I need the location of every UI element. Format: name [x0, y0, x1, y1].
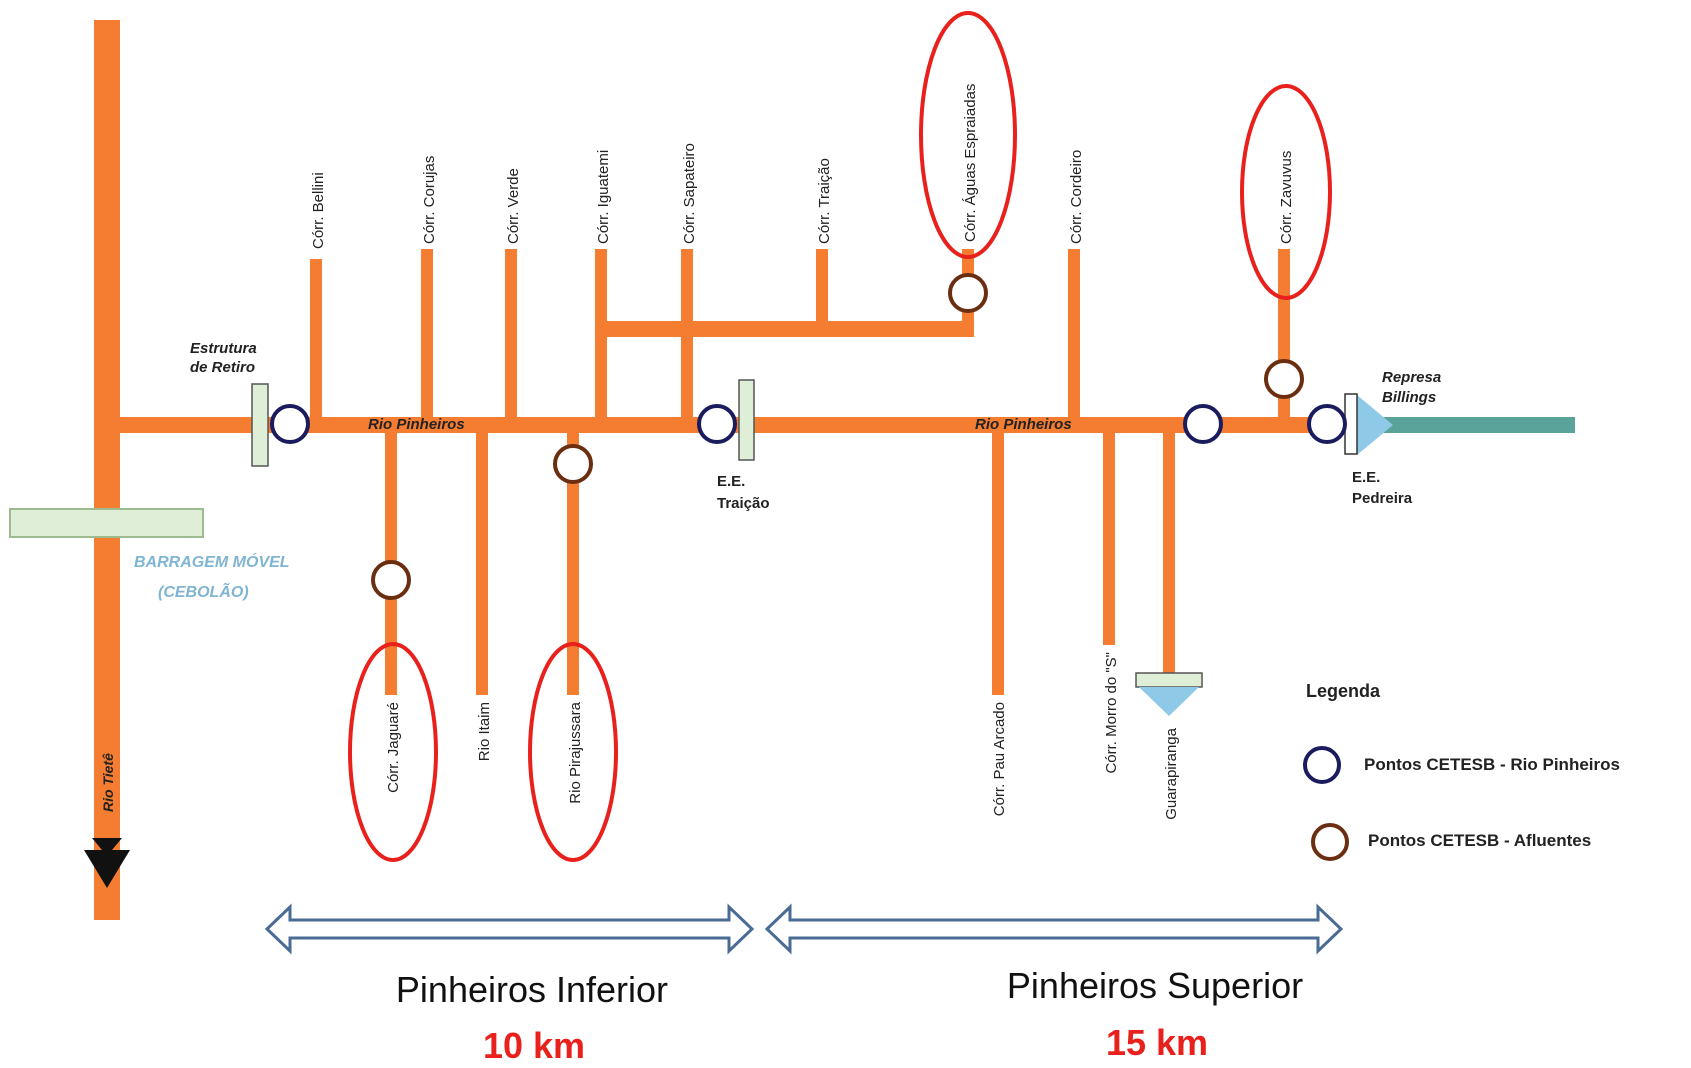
trib-line-pau-arcado: [992, 425, 1004, 695]
legend-item-rio-pinheiros: Pontos CETESB - Rio Pinheiros: [1364, 755, 1620, 774]
trib-connector-upper: [595, 321, 974, 337]
label-ee-pedreira-2: Pedreira: [1352, 490, 1413, 507]
trib-line-itaim: [476, 425, 488, 695]
navy-ring-icon: [1303, 746, 1341, 784]
represa-billings-channel: [1370, 417, 1575, 433]
trib-line-pirajussara: [567, 425, 579, 695]
brown-ring-icon: [1311, 823, 1349, 861]
highlight-jaguare: [348, 642, 438, 862]
label-ee-traicao-2: Traição: [717, 495, 770, 512]
section-name-superior: Pinheiros Superior: [1007, 965, 1303, 1006]
trib-line-corujas: [421, 249, 433, 425]
billings-pump-triangle-icon: [1357, 395, 1393, 455]
barragem-label-line1: BARRAGEM MÓVEL: [134, 552, 290, 571]
highlight-aguas-espraiadas: [919, 11, 1017, 259]
cetesb-point-afluente-aguas-espraiadas: [948, 273, 988, 313]
section-length-superior: 15 km: [1106, 1022, 1208, 1063]
section-length-inferior: 10 km: [483, 1025, 585, 1066]
section-name-inferior: Pinheiros Inferior: [396, 969, 668, 1010]
label-represa-billings-1: Represa: [1382, 369, 1441, 386]
trib-line-traicao: [816, 249, 828, 326]
label-corr-jaguare: Córr. Jaguaré: [385, 702, 402, 793]
barragem-label-line2: (CEBOLÃO): [158, 581, 249, 601]
trib-line-bellini: [310, 259, 322, 425]
label-corr-cordeiro: Córr. Cordeiro: [1068, 150, 1085, 244]
tiete-flow-arrow-top: [92, 838, 122, 856]
section-arrow-superior: [764, 903, 1344, 955]
label-corr-bellini: Córr. Bellini: [310, 172, 327, 249]
label-ee-traicao-1: E.E.: [717, 473, 745, 490]
highlight-zavuvus: [1240, 84, 1332, 300]
label-corr-morro-do-s: Córr. Morro do "S": [1103, 652, 1120, 774]
label-corr-verde: Córr. Verde: [505, 168, 522, 244]
label-estrutura-retiro-2: de Retiro: [190, 359, 255, 376]
highlight-pirajussara: [528, 642, 618, 862]
guarapiranga-triangle-icon: [1139, 687, 1199, 716]
rio-tiete-channel: [94, 20, 120, 920]
label-rio-pirajussara: Rio Pirajussara: [567, 701, 584, 803]
label-rio-pinheiros-superior: Rio Pinheiros: [975, 416, 1072, 433]
trib-line-verde: [505, 249, 517, 425]
label-rio-itaim: Rio Itaim: [476, 702, 493, 761]
label-estrutura-retiro-1: Estrutura: [190, 340, 257, 357]
cetesb-point-afluente-jaguare: [371, 560, 411, 600]
guarapiranga-structure: [1135, 672, 1203, 688]
legend-item-afluentes: Pontos CETESB - Afluentes: [1368, 831, 1591, 850]
barragem-movel-structure: [9, 508, 204, 538]
cetesb-point-pinheiros-4: [1307, 404, 1347, 444]
cetesb-point-pinheiros-1: [270, 404, 310, 444]
label-rio-pinheiros-inferior: Rio Pinheiros: [368, 416, 465, 433]
label-ee-pedreira-1: E.E.: [1352, 469, 1380, 486]
trib-line-morro-do-s: [1103, 425, 1115, 645]
rio-tiete-label: Rio Tietê: [100, 753, 116, 812]
ee-traicao-structure: [738, 379, 755, 461]
legend-title: Legenda: [1306, 681, 1381, 701]
trib-line-cordeiro: [1068, 249, 1080, 425]
label-corr-sapateiro: Córr. Sapateiro: [681, 143, 698, 244]
cetesb-point-pinheiros-2: [697, 404, 737, 444]
label-corr-traicao: Córr. Traição: [816, 158, 833, 244]
tiete-flow-arrow-icon: [84, 850, 130, 888]
trib-line-guarapiranga: [1163, 425, 1175, 673]
cetesb-point-pinheiros-3: [1183, 404, 1223, 444]
label-corr-aguas-espraiadas: Córr. Águas Espraiadas: [962, 84, 979, 242]
label-guarapiranga: Guarapiranga: [1163, 727, 1180, 819]
label-corr-pau-arcado: Córr. Pau Arcado: [991, 702, 1008, 816]
label-represa-billings-2: Billings: [1382, 389, 1436, 406]
section-arrow-inferior: [264, 903, 755, 955]
cetesb-point-afluente-zavuvus: [1264, 359, 1304, 399]
estrutura-retiro-structure: [251, 383, 269, 467]
cetesb-point-afluente-pirajussara: [553, 444, 593, 484]
label-corr-iguatemi: Córr. Iguatemi: [595, 150, 612, 244]
label-corr-zavuvus: Córr. Zavuvus: [1278, 151, 1295, 244]
label-corr-corujas: Córr. Corujas: [421, 156, 438, 244]
